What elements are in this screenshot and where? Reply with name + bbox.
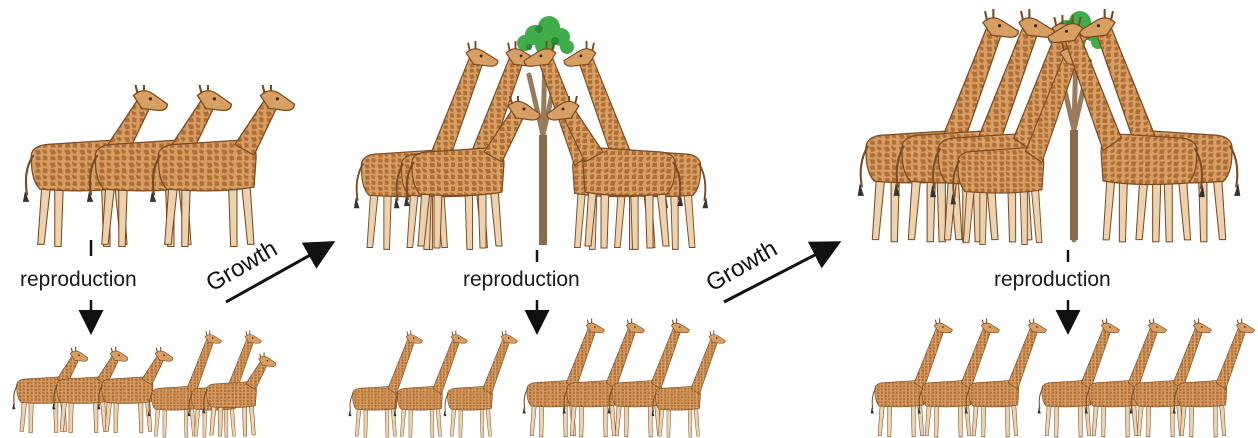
stage-1-adults: [23, 83, 295, 247]
growth-arrow-1: Growth: [202, 235, 331, 302]
reproduction-label: reproduction: [994, 268, 1111, 291]
stage-3-adults: [858, 9, 1241, 244]
giraffe-icon: [1085, 319, 1167, 437]
giraffe-icon: [871, 319, 953, 437]
stage-3-offspring: [871, 319, 1255, 437]
stage-2-offspring: [349, 319, 726, 438]
reproduction-arrow-2: reproduction: [463, 250, 580, 330]
stage-2-adults: [354, 16, 708, 249]
stage-1-offspring: [12, 330, 276, 437]
growth-label: Growth: [702, 235, 782, 297]
reproduction-arrow-1: reproduction: [20, 240, 137, 330]
giraffe-icon: [965, 319, 1047, 437]
giraffe-icon: [1038, 319, 1120, 437]
giraffe-icon: [523, 319, 605, 437]
reproduction-label: reproduction: [463, 268, 580, 291]
giraffe-icon: [918, 319, 1000, 437]
giraffe-icon: [148, 330, 222, 437]
growth-arrow-2: Growth: [702, 235, 837, 302]
reproduction-label: reproduction: [20, 268, 137, 291]
growth-label: Growth: [202, 235, 282, 297]
reproduction-arrow-3: reproduction: [994, 250, 1111, 330]
